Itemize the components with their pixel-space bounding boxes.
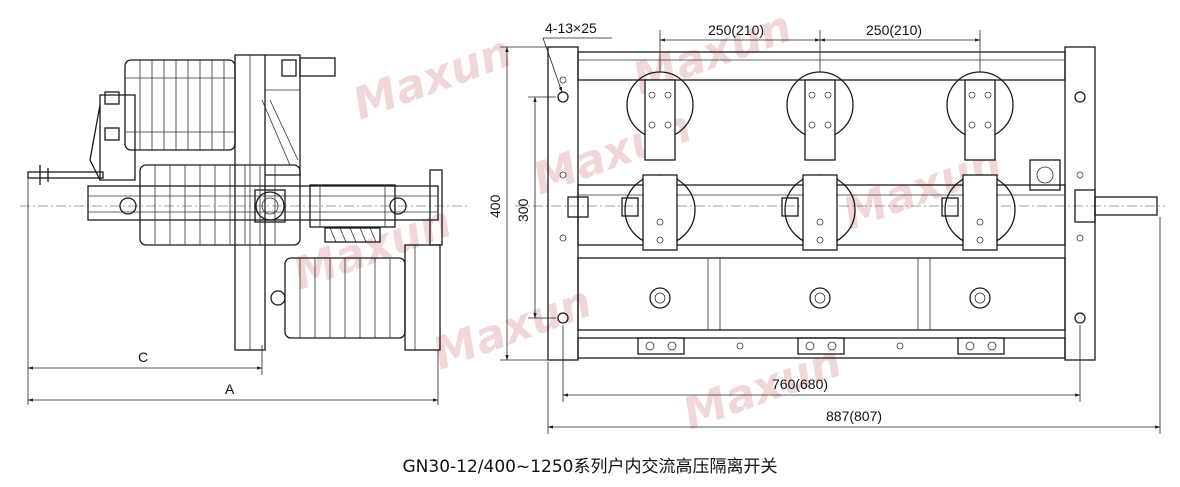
middle-insulator xyxy=(139,164,301,246)
dim-holes-label: 4-13×25 xyxy=(545,20,597,36)
watermark-1: Maxun xyxy=(346,26,518,130)
bottom-terminals xyxy=(637,337,1005,355)
side-view: C A xyxy=(20,54,470,405)
figure-caption: GN30-12/400~1250系列户内交流高压隔离开关 xyxy=(402,457,778,477)
mounting-holes xyxy=(557,76,1086,324)
dim-height-label: 400 xyxy=(487,194,503,218)
pole-2 xyxy=(784,71,856,309)
dim-a-label: A xyxy=(225,381,235,397)
dim-pitch-2-label: 250(210) xyxy=(866,22,922,38)
lower-insulator xyxy=(270,257,406,339)
dim-mount-width-label: 760(680) xyxy=(772,376,828,392)
pole-3 xyxy=(944,71,1016,309)
front-view: 4-13×25 250(210) 250(210) 400 300 760(68… xyxy=(487,20,1165,434)
watermark-6: Maxun xyxy=(426,276,598,380)
dim-c-label: C xyxy=(138,349,148,365)
dim-overall-width-label: 887(807) xyxy=(826,408,882,424)
pole-1 xyxy=(624,71,696,309)
upper-insulator xyxy=(124,59,236,151)
contact-assembly xyxy=(119,184,407,243)
dim-mount-height-label: 300 xyxy=(515,198,531,222)
dim-pitch-1-label: 250(210) xyxy=(708,22,764,38)
